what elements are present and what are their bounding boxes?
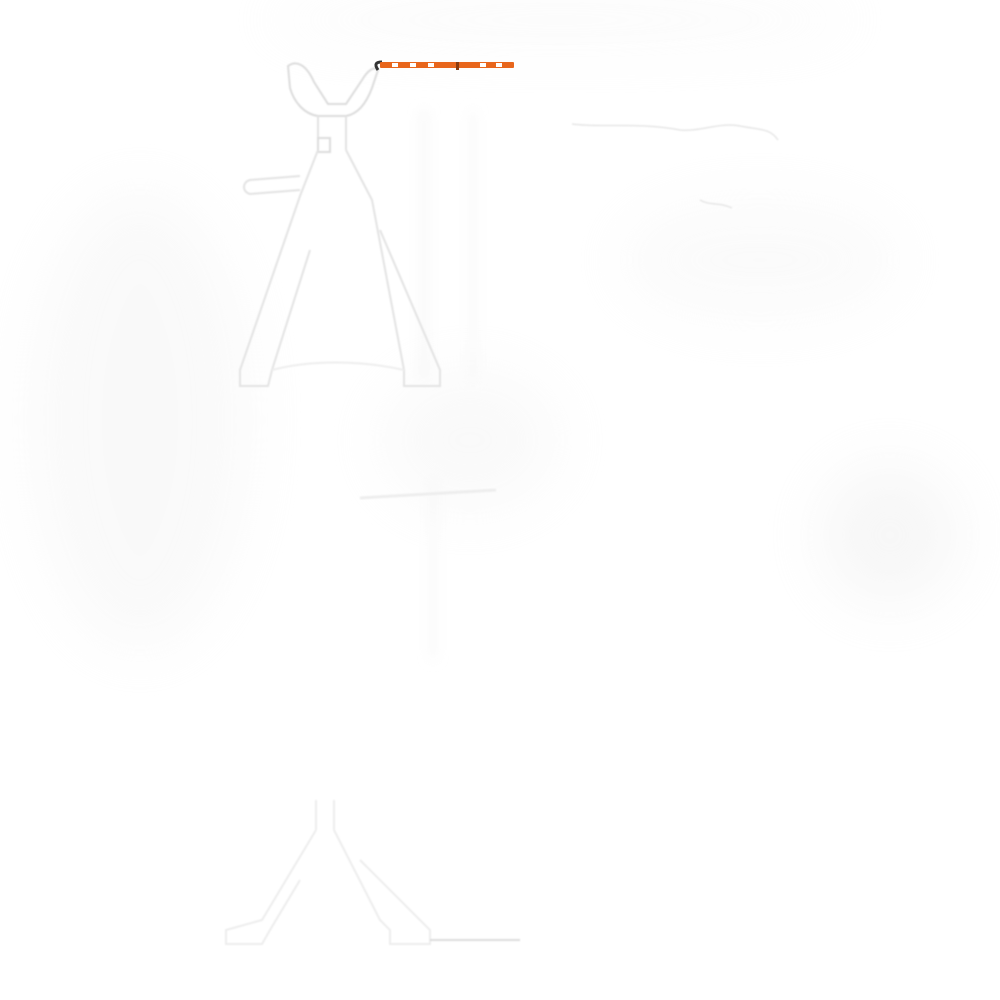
jack-stand-main (239, 62, 441, 387)
leg-right (345, 149, 441, 387)
streak-2 (470, 110, 476, 380)
center-post (317, 116, 347, 150)
faded-post (315, 800, 335, 830)
post-lock (317, 137, 331, 153)
ratchet-handle (243, 175, 301, 196)
rod-mark (480, 63, 486, 67)
rod-mark (496, 63, 502, 67)
faint-crossbar (359, 488, 497, 500)
haze-top-right (620, 200, 900, 320)
haze-right (820, 465, 960, 605)
streak-1 (420, 110, 428, 380)
haze-center (380, 370, 560, 510)
streak-3 (430, 480, 436, 660)
scribble-line (571, 123, 779, 141)
faded-leg-left (225, 829, 317, 945)
rod-mark (428, 63, 434, 67)
base-line (271, 361, 405, 371)
rod-mark (392, 63, 398, 67)
rod-mark (410, 63, 416, 67)
scribble-line (699, 199, 733, 209)
faded-leg-right (333, 829, 431, 945)
haze-left (30, 190, 250, 650)
rod-marks (392, 63, 502, 67)
faint-scribble (571, 123, 779, 209)
saddle (286, 62, 380, 117)
rod-curve (374, 60, 383, 71)
background-haze (30, 0, 960, 650)
rod-bar (380, 62, 514, 68)
rod-dark-tick (456, 62, 459, 70)
leg-left (239, 149, 319, 387)
measuring-rod (374, 60, 514, 71)
background-streaks (420, 110, 476, 660)
haze-top (260, 0, 860, 45)
jack-stand-faded (225, 800, 520, 945)
